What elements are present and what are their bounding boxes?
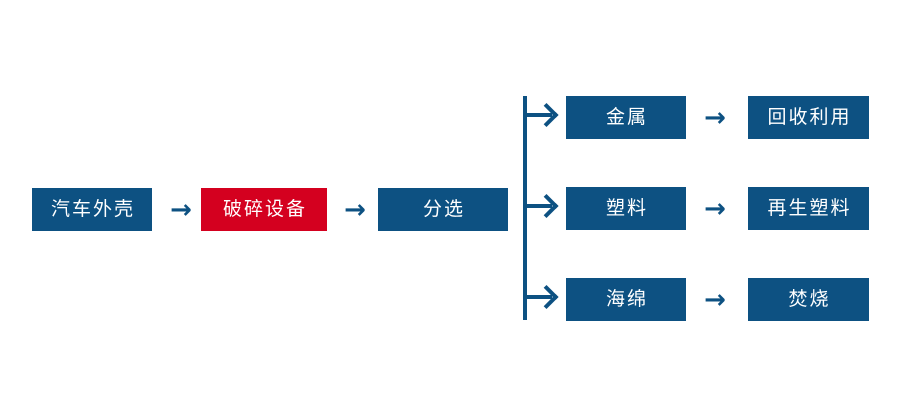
arrow-right-icon-plastic-to-regenerated: → (704, 194, 726, 224)
branch-arrow-icon-plastic (527, 204, 552, 208)
arrow-right-icon-metal-to-recycle: → (704, 103, 726, 133)
branch-arrow-icon-metal (527, 113, 552, 117)
node-plastic[interactable]: 塑料 (566, 187, 686, 230)
arrow-right-icon-shell-to-crusher: → (170, 195, 192, 225)
node-recycle-reuse[interactable]: 回收利用 (748, 96, 869, 139)
arrow-right-icon-sponge-to-incineration: → (704, 285, 726, 315)
node-sorting[interactable]: 分选 (378, 188, 508, 231)
arrow-right-icon-crusher-to-sorting: → (344, 195, 366, 225)
node-regenerated-plastic[interactable]: 再生塑料 (748, 187, 869, 230)
node-metal[interactable]: 金属 (566, 96, 686, 139)
node-automobile-shell[interactable]: 汽车外壳 (32, 188, 152, 231)
node-incineration[interactable]: 焚烧 (748, 278, 869, 321)
node-sponge[interactable]: 海绵 (566, 278, 686, 321)
node-crushing-equipment[interactable]: 破碎设备 (201, 188, 327, 231)
split-trunk-line (523, 96, 527, 320)
branch-arrow-icon-sponge (527, 295, 552, 299)
